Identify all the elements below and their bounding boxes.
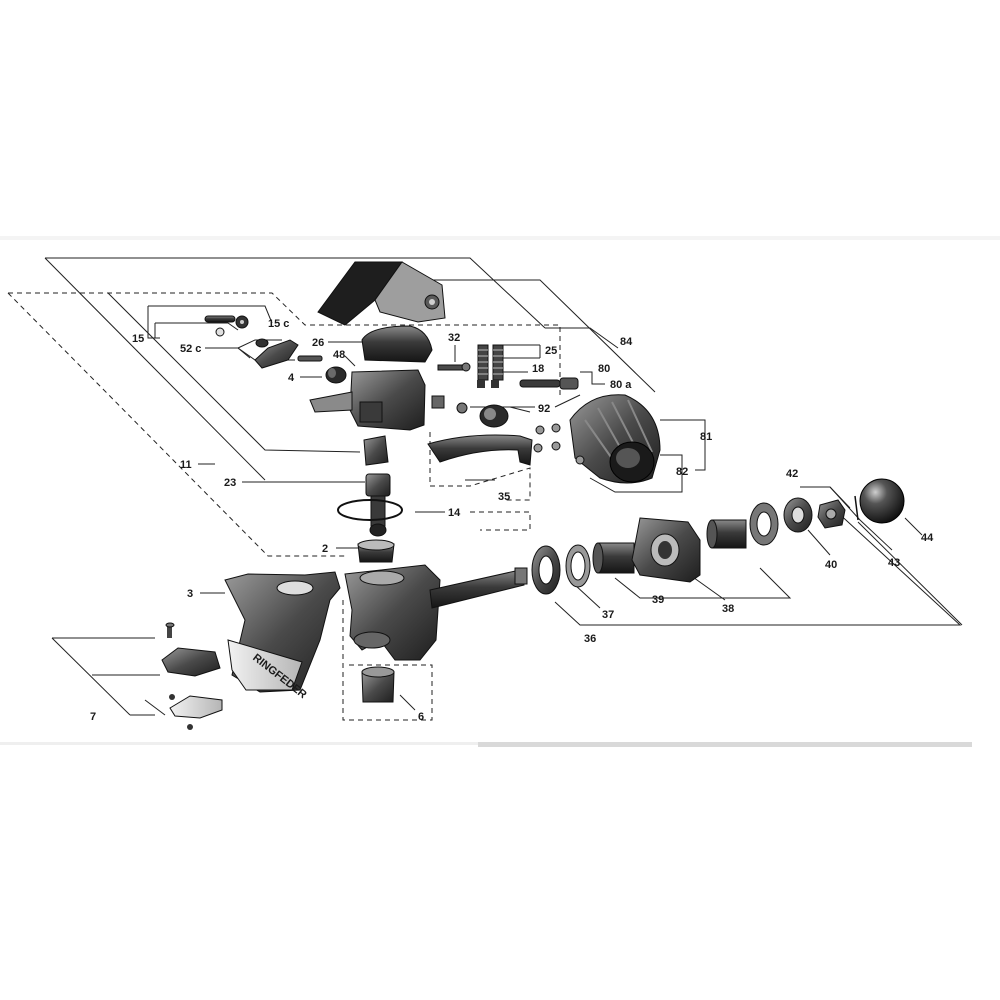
label-14: 14 bbox=[448, 507, 461, 519]
part-92-roller bbox=[431, 395, 509, 428]
label-84: 84 bbox=[620, 336, 633, 348]
part-7-cover-set bbox=[161, 622, 223, 730]
label-36: 36 bbox=[584, 633, 596, 645]
label-23: 23 bbox=[224, 477, 236, 489]
part-48-housing bbox=[309, 369, 426, 431]
part-32-bolt bbox=[437, 362, 471, 372]
part-42-nut bbox=[817, 495, 859, 529]
background-band-bottom-left bbox=[0, 742, 478, 745]
label-52c: 52 c bbox=[180, 343, 201, 355]
part-84-cover-plate bbox=[317, 261, 446, 326]
label-39: 39 bbox=[652, 594, 664, 606]
label-35: 35 bbox=[498, 491, 510, 503]
part-3-coupling-jaw: RINGFEDER bbox=[224, 571, 341, 701]
part-82-screws bbox=[533, 423, 585, 465]
part-labels: 84 15 c 15 52 c 26 48 4 32 25 18 80 80 a… bbox=[90, 318, 934, 723]
part-14-spring-ring bbox=[337, 499, 403, 521]
part-shaft-yoke bbox=[344, 564, 528, 661]
leader-lines bbox=[7, 257, 963, 721]
part-26-hood bbox=[361, 325, 433, 363]
label-82: 82 bbox=[676, 466, 688, 478]
label-92: 92 bbox=[538, 403, 550, 415]
part-52c-lever bbox=[215, 327, 323, 369]
label-7: 7 bbox=[90, 711, 96, 723]
part-25-springs bbox=[477, 344, 504, 388]
label-15: 15 bbox=[132, 333, 144, 345]
part-44-end-cap bbox=[859, 478, 905, 524]
label-40: 40 bbox=[825, 559, 837, 571]
label-2: 2 bbox=[322, 543, 328, 555]
part-81-cover-housing bbox=[569, 394, 661, 484]
label-42: 42 bbox=[786, 468, 798, 480]
part-37-ring bbox=[565, 544, 591, 588]
label-11: 11 bbox=[180, 459, 192, 471]
part-36-washer bbox=[531, 545, 561, 595]
part-40-washer bbox=[783, 497, 813, 533]
part-39-sleeve bbox=[592, 542, 635, 574]
label-80a: 80 a bbox=[610, 379, 632, 391]
label-48: 48 bbox=[333, 349, 345, 361]
label-15c: 15 c bbox=[268, 318, 289, 330]
label-26: 26 bbox=[312, 337, 324, 349]
label-25: 25 bbox=[545, 345, 557, 357]
part-15c-pull-handle bbox=[204, 315, 249, 329]
part-23-coupling-pin bbox=[365, 473, 391, 537]
label-6: 6 bbox=[418, 711, 424, 723]
part-39b-sleeve bbox=[706, 519, 747, 549]
label-81: 81 bbox=[700, 431, 712, 443]
part-4-bushing bbox=[325, 366, 347, 384]
part-35-guide bbox=[427, 434, 533, 466]
part-ring-washer-a bbox=[749, 502, 779, 546]
part-2-bushing bbox=[357, 539, 395, 563]
part-11-coupling-pin-upper bbox=[363, 435, 389, 466]
label-38: 38 bbox=[722, 603, 734, 615]
label-37: 37 bbox=[602, 609, 614, 621]
label-3: 3 bbox=[187, 588, 193, 600]
label-32: 32 bbox=[448, 332, 460, 344]
part-6-bearing-bush bbox=[361, 666, 395, 703]
label-44: 44 bbox=[921, 532, 934, 544]
background-band-bottom bbox=[478, 742, 972, 747]
label-18: 18 bbox=[532, 363, 544, 375]
background-band-top bbox=[0, 236, 1000, 240]
label-43: 43 bbox=[888, 557, 900, 569]
part-38-flange-housing bbox=[631, 517, 701, 583]
part-80-pin bbox=[519, 377, 579, 390]
label-80: 80 bbox=[598, 363, 610, 375]
label-4: 4 bbox=[288, 372, 295, 384]
